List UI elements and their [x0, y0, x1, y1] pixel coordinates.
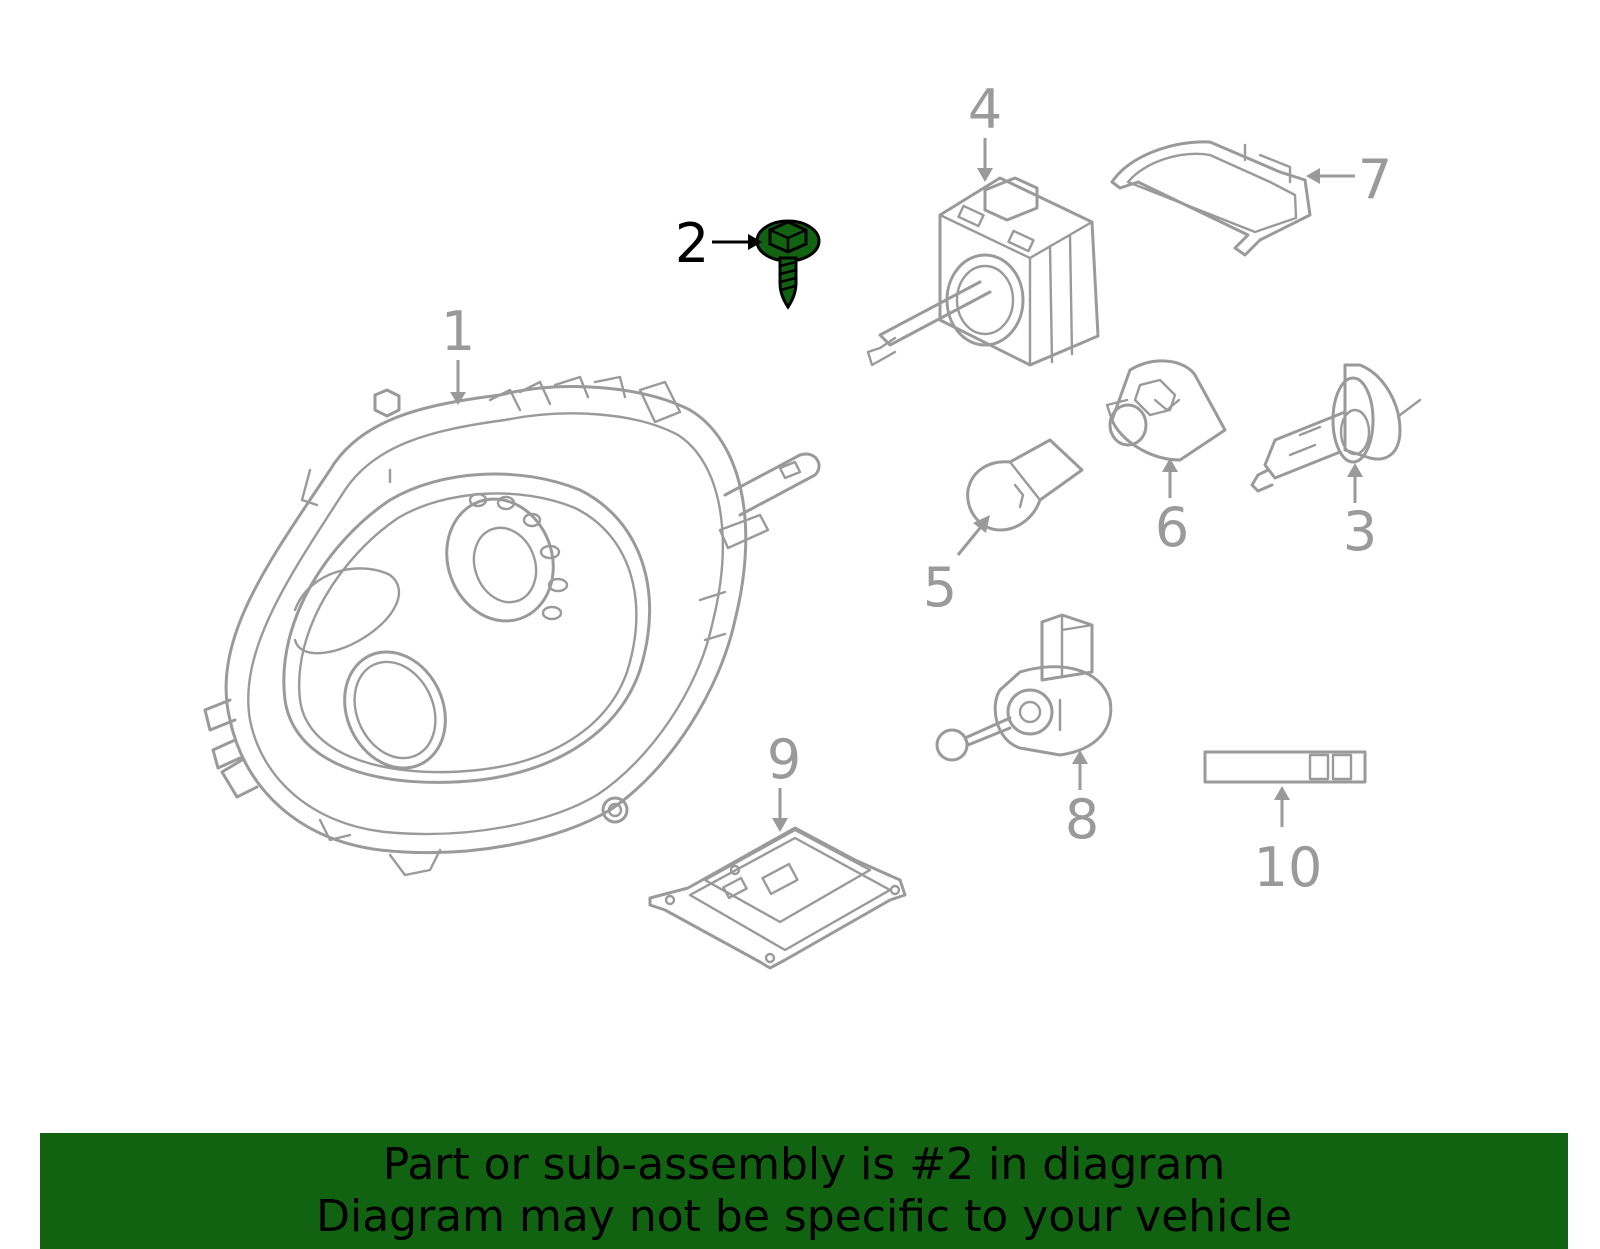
- halogen-bulb-drawing[interactable]: [1250, 363, 1422, 493]
- headlight-assembly-drawing[interactable]: [203, 375, 821, 877]
- callout-10[interactable]: 10: [1254, 836, 1323, 899]
- xenon-bulb-drawing[interactable]: [866, 176, 1100, 367]
- banner-line-2: Diagram may not be specific to your vehi…: [316, 1191, 1292, 1242]
- turn-signal-socket-drawing[interactable]: [935, 613, 1113, 762]
- control-module-drawing[interactable]: [648, 826, 907, 970]
- callout-6[interactable]: 6: [1155, 496, 1189, 559]
- callout-1[interactable]: 1: [441, 300, 475, 363]
- callout-labels: 1 2 3 4 5 6 7 8 9 10: [441, 78, 1392, 899]
- leader-lines: [450, 138, 1363, 832]
- info-banner: Part or sub-assembly is #2 in diagram Di…: [40, 1133, 1568, 1249]
- callout-9[interactable]: 9: [767, 728, 801, 791]
- callout-5[interactable]: 5: [923, 556, 957, 619]
- callout-2[interactable]: 2: [675, 212, 709, 275]
- label-strip-drawing[interactable]: [1203, 750, 1367, 784]
- callout-4[interactable]: 4: [968, 78, 1002, 141]
- screw-drawing[interactable]: [755, 219, 821, 310]
- callout-3[interactable]: 3: [1343, 500, 1377, 563]
- callout-7[interactable]: 7: [1358, 148, 1392, 211]
- banner-line-1: Part or sub-assembly is #2 in diagram: [382, 1139, 1226, 1190]
- cover-cap-drawing[interactable]: [1110, 140, 1312, 257]
- callout-8[interactable]: 8: [1065, 788, 1099, 851]
- bulb-socket-drawing[interactable]: [1105, 359, 1227, 462]
- small-bulb-drawing[interactable]: [966, 438, 1084, 532]
